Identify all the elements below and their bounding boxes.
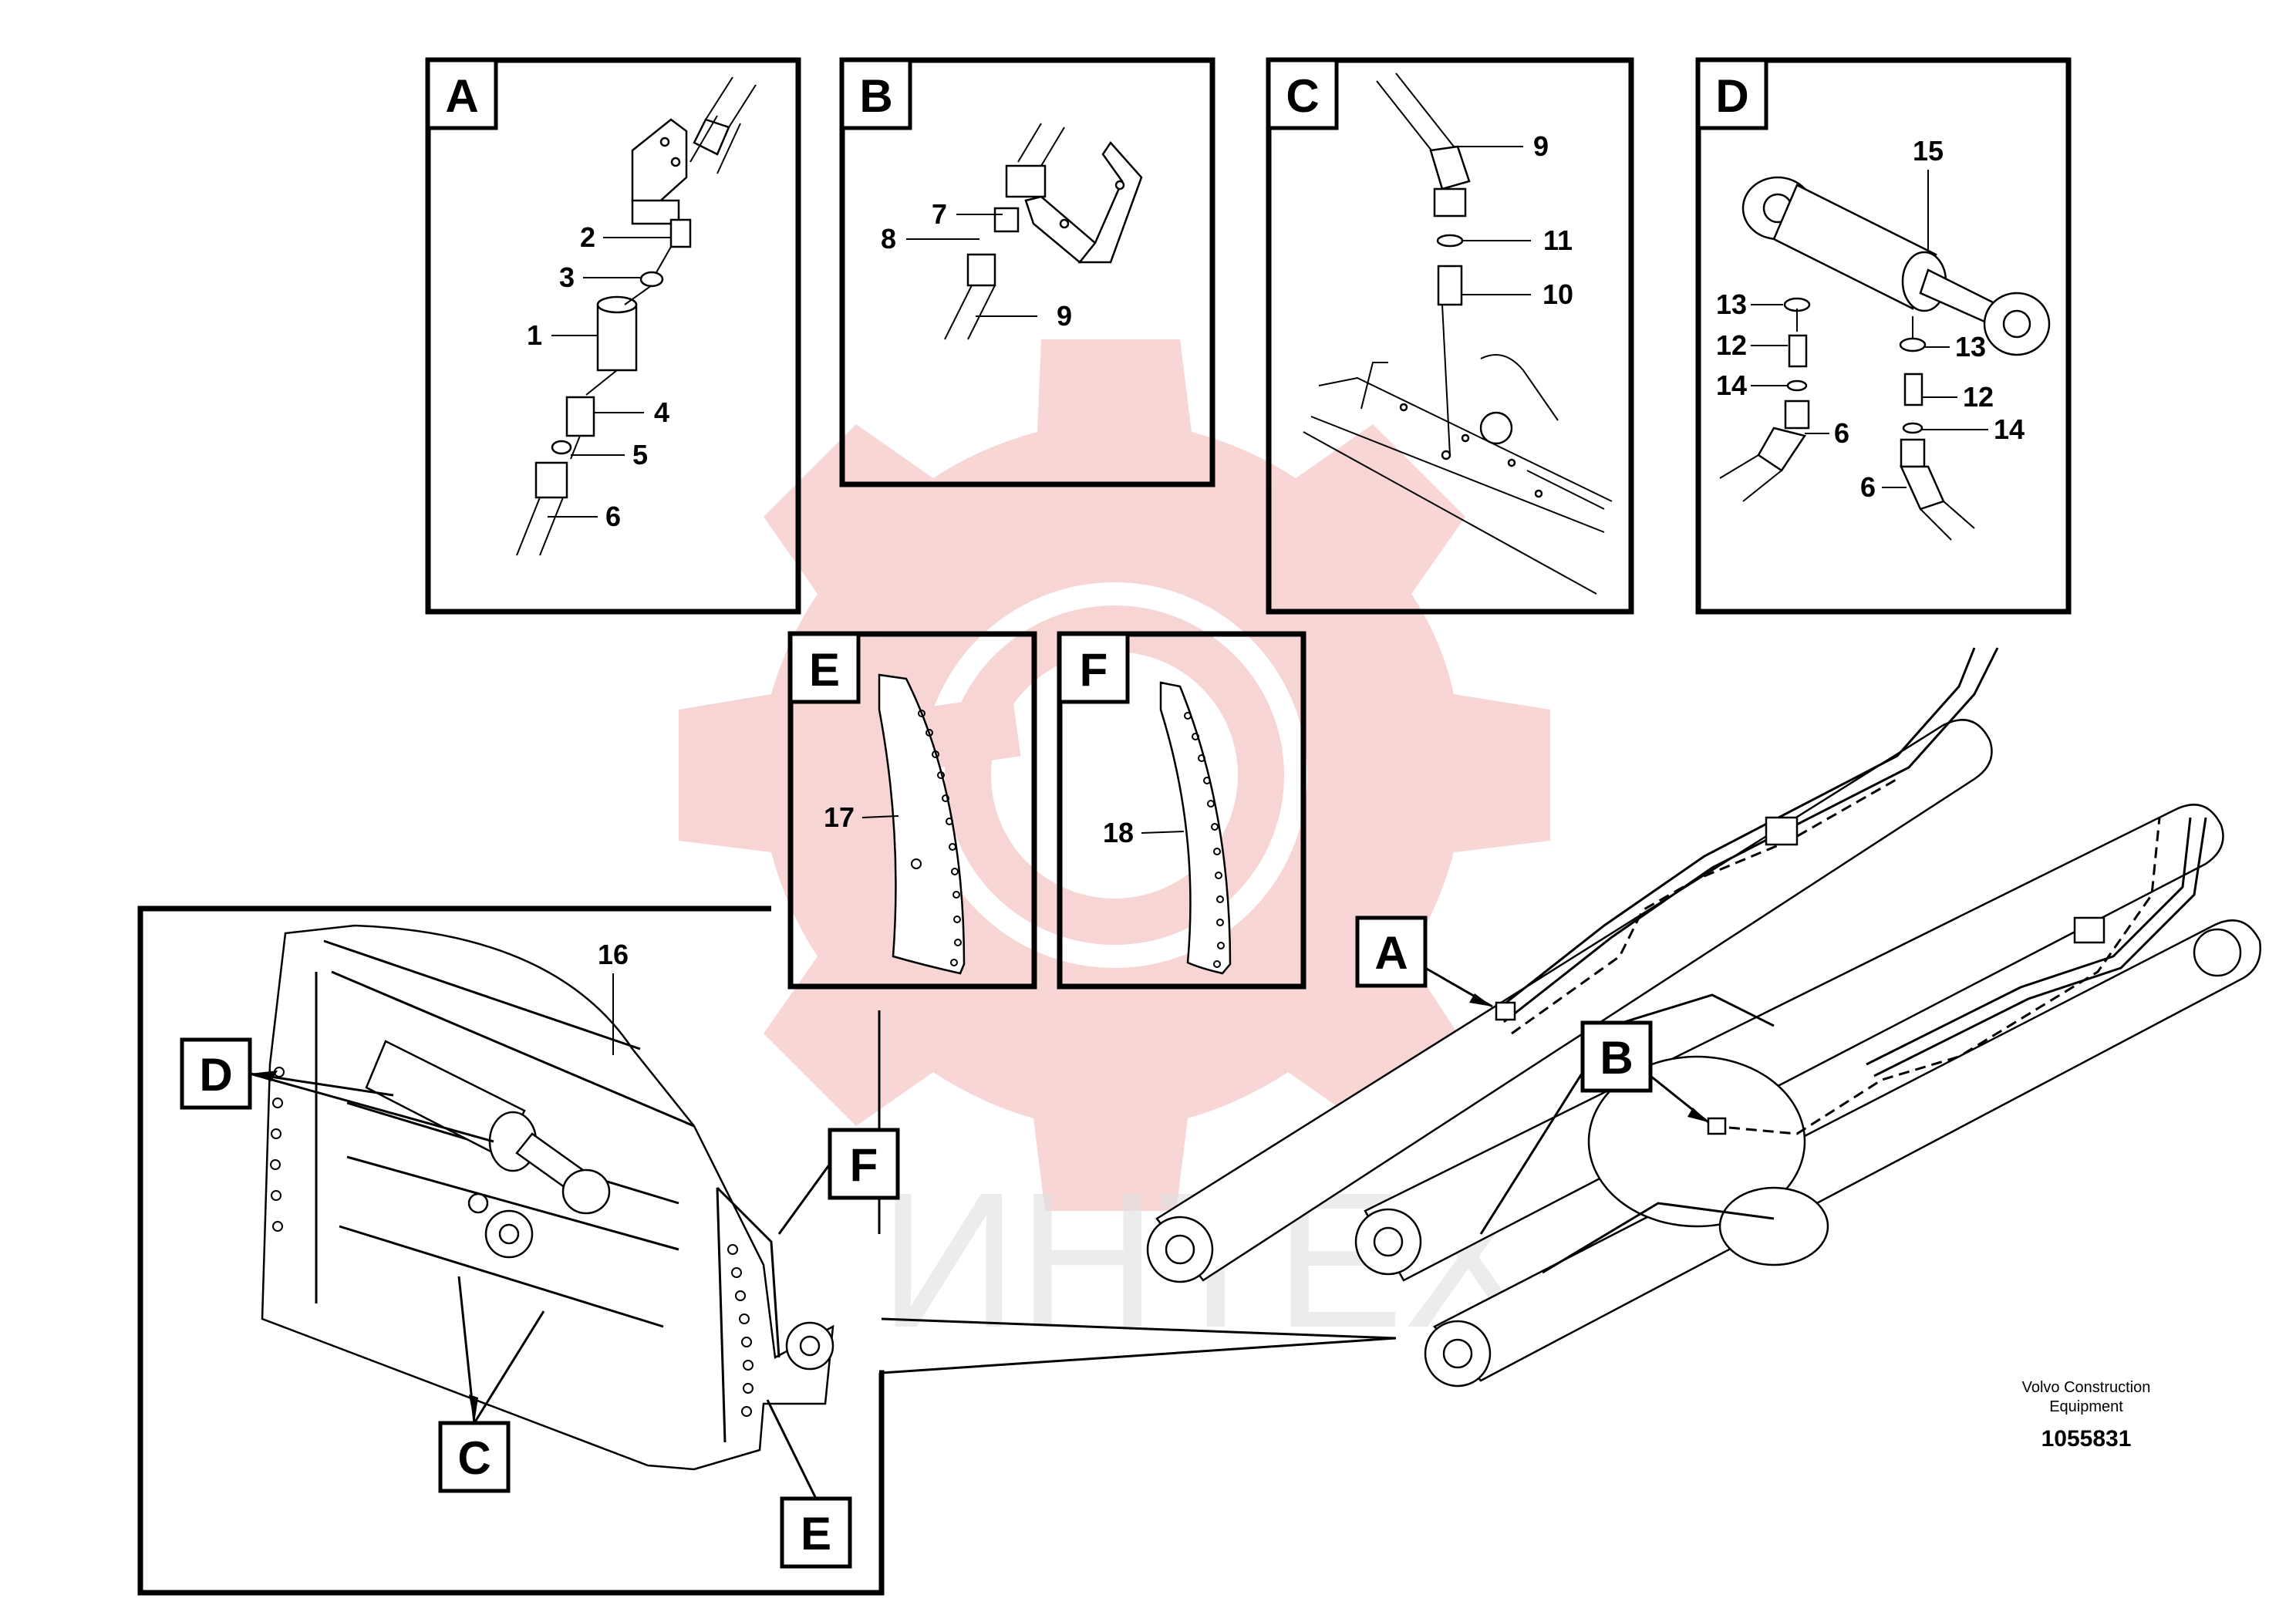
callout-a-6: 6 [605,501,621,532]
callout-b-9: 9 [1057,300,1072,332]
main-attachment-view: 16 D C E F [137,905,1397,1596]
detail-panel-f: F 18 [1057,631,1306,990]
detail-panel-e: E 17 [787,631,1037,990]
detail-panel-b: B 7 8 9 [839,57,1215,487]
callout-c-10: 10 [1542,278,1573,310]
callout-d-6-left: 6 [1834,417,1849,449]
boom-tag-a: A [1374,927,1408,979]
callout-a-2: 2 [580,221,595,253]
callout-c-11: 11 [1543,224,1573,256]
callout-a-4: 4 [654,396,669,428]
callout-a-3: 3 [559,261,575,293]
callout-d-14-left: 14 [1716,369,1747,401]
callout-c-9: 9 [1533,130,1549,162]
footer-company-line2: Equipment [2049,1398,2123,1415]
main-tag-d: D [199,1049,232,1101]
main-tag-f: F [850,1139,878,1191]
boom-tag-b: B [1600,1032,1633,1084]
panel-f-letter: F [1080,644,1108,696]
callout-d-12-left: 12 [1716,329,1747,361]
callout-a-1: 1 [527,319,542,351]
footer-company-line1: Volvo Construction [2022,1379,2151,1396]
footer: Volvo Construction Equipment 1055831 [2022,1379,2151,1452]
callout-main-16: 16 [598,939,629,970]
callout-d-15: 15 [1913,135,1944,167]
panel-a-letter: A [445,70,478,122]
detail-panel-a: A 2 3 1 4 5 6 [425,57,801,615]
callout-d-13-left: 13 [1716,288,1747,320]
detail-panel-c: C 9 11 10 [1266,57,1634,615]
callout-f-18: 18 [1103,817,1134,848]
callout-d-14-right: 14 [1994,413,2025,445]
panel-e-letter: E [809,644,840,696]
callout-d-13-right: 13 [1955,331,1986,363]
detail-panel-d: D 15 13 12 14 6 13 [1695,57,2072,615]
callout-e-17: 17 [824,801,855,833]
panel-c-letter: C [1286,70,1319,122]
plate-f-holes [1184,712,1225,968]
callout-b-7: 7 [932,198,947,230]
panel-b-letter: B [859,70,892,122]
callout-a-5: 5 [632,439,648,470]
plate-e-holes [911,710,962,966]
panel-d-letter: D [1715,70,1748,122]
main-tag-e: E [801,1508,831,1560]
callout-d-12-right: 12 [1963,381,1994,413]
boom-assembly-view: A B [1146,647,2261,1388]
footer-document-number: 1055831 [2041,1426,2132,1452]
callout-b-8: 8 [881,223,896,255]
callout-d-6-right: 6 [1860,471,1876,503]
main-tag-c: C [457,1432,491,1484]
